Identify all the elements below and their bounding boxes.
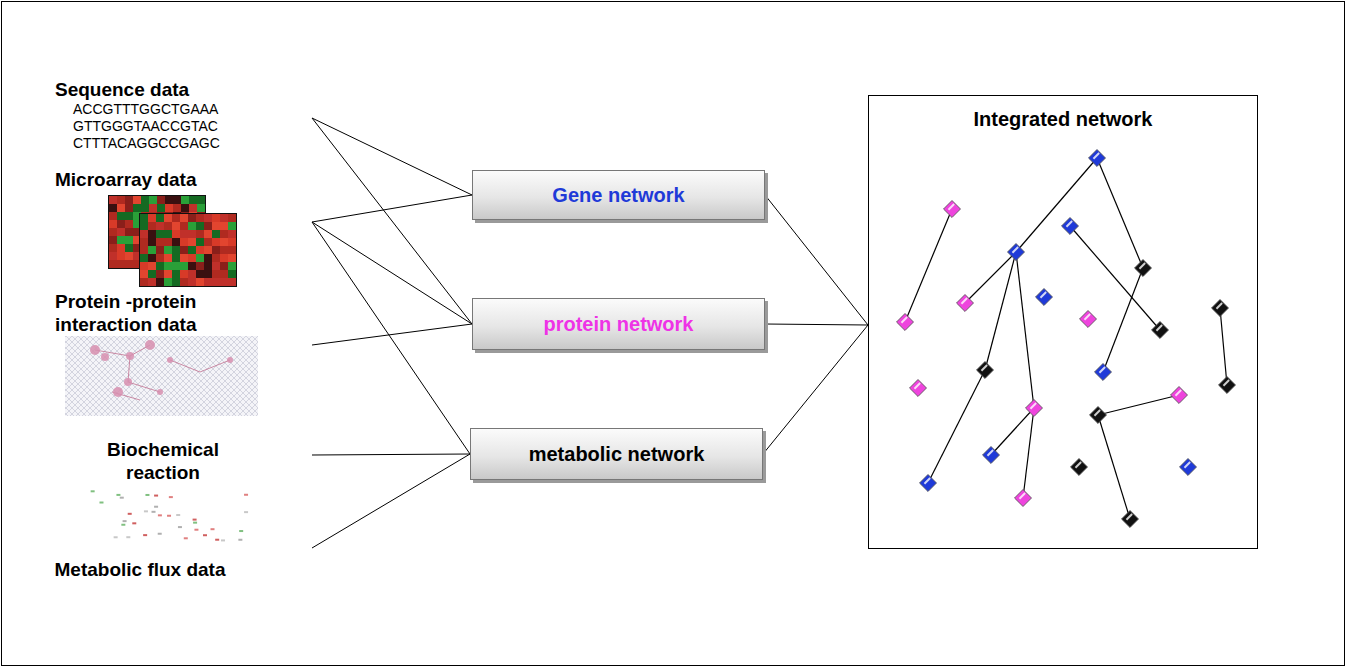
reaction-dots [91, 490, 248, 541]
connector-line [312, 118, 472, 324]
data-source: Protein -protein interaction data [50, 290, 312, 418]
source-label: Sequence data [55, 78, 312, 101]
integrated-network-box: Integrated network [868, 95, 1258, 549]
connector-line [765, 324, 868, 325]
microarray-image [108, 195, 237, 287]
source-label: Metabolic flux data [50, 558, 230, 581]
source-label: Protein -protein interaction data [55, 290, 270, 336]
connector-line [312, 454, 470, 455]
sequence-text: ACCGTTTGGCTGAAA GTTGGGTAACCGTAC CTTTACAG… [73, 101, 220, 152]
network-box: metabolic network [470, 428, 763, 480]
connector-line [312, 222, 470, 454]
connector-line [763, 325, 868, 454]
box-label: Integrated network [869, 108, 1257, 131]
data-source: Biochemical reaction [50, 438, 312, 544]
connector-line [765, 195, 868, 325]
connector-line [312, 324, 472, 345]
network-illustration [897, 150, 1236, 528]
network-box: protein network [472, 298, 765, 350]
connector-line [312, 118, 472, 195]
connector-line [312, 195, 472, 222]
box-label: metabolic network [529, 443, 705, 466]
data-source: Sequence dataACCGTTTGGCTGAAA GTTGGGTAACC… [50, 78, 312, 162]
box-label: Gene network [552, 184, 684, 207]
data-source: Metabolic flux data [50, 548, 312, 606]
box-label: protein network [543, 313, 693, 336]
interaction-image [65, 336, 258, 416]
connector-line [312, 454, 470, 548]
network-box: Gene network [472, 170, 765, 220]
source-label: Biochemical reaction [68, 438, 258, 484]
data-source: Microarray data [50, 168, 312, 286]
source-label: Microarray data [55, 168, 312, 191]
connector-line [312, 222, 472, 324]
